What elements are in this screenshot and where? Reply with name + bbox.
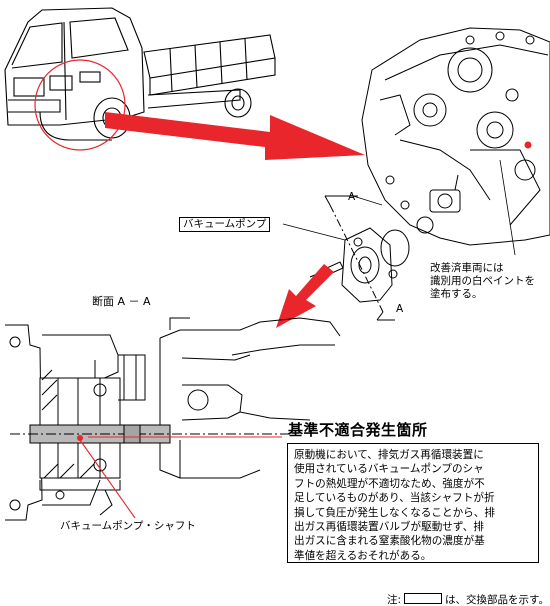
- description-line: 出ガスに含まれる窒素酸化物の濃度が基: [294, 535, 485, 548]
- defect-description: 原動機において、排気ガス再循環装置に 使用されているバキュームポンプのシャ フト…: [287, 443, 539, 563]
- engine-illustration: [361, 27, 550, 246]
- description-line: 足しているものがあり、当該シャフトが折: [294, 492, 495, 505]
- remark-line: 識別用の白ペイントを: [430, 275, 535, 287]
- cross-section-illustration: [5, 317, 341, 521]
- vacuum-pump-illustration: [309, 195, 410, 321]
- pointer-arrow-pump: [276, 264, 334, 328]
- section-marker-a-bottom: A: [396, 303, 404, 315]
- legend-note: 注: は、交換部品を示す。: [387, 592, 549, 606]
- section-marker-a-top: A: [348, 191, 356, 203]
- description-line: 使用されているバキュームポンプのシャ: [294, 463, 484, 476]
- remark-line: 塗布する。: [430, 288, 483, 300]
- note-prefix: 注:: [387, 594, 402, 606]
- description-line: 原動機において、排気ガス再循環装置に: [294, 449, 484, 461]
- section-title: 断面 A － A: [92, 295, 151, 308]
- pointer-arrow-truck: [105, 112, 365, 160]
- description-line: 損して負圧が発生しなくなることから、排: [294, 506, 495, 519]
- remark-line: 改善済車両には: [430, 262, 504, 274]
- vacuum-pump-label: バキュームポンプ: [179, 217, 271, 232]
- improvement-remark: 改善済車両には 識別用の白ペイントを 塗布する。: [430, 262, 535, 301]
- description-line: 出ガス再循環装置バルブが駆動せず、排: [294, 521, 484, 534]
- note-suffix: は、交換部品を示す。: [445, 594, 549, 606]
- shaft-label: バキュームポンプ・シャフト: [60, 520, 196, 532]
- defect-location-title: 基準不適合発生箇所: [288, 421, 428, 439]
- description-line: 準値を超えるおそれがある。: [294, 549, 432, 562]
- description-line: フトの熱処理が不適切なため、強度が不: [294, 477, 485, 490]
- replacement-part-swatch: [404, 593, 443, 604]
